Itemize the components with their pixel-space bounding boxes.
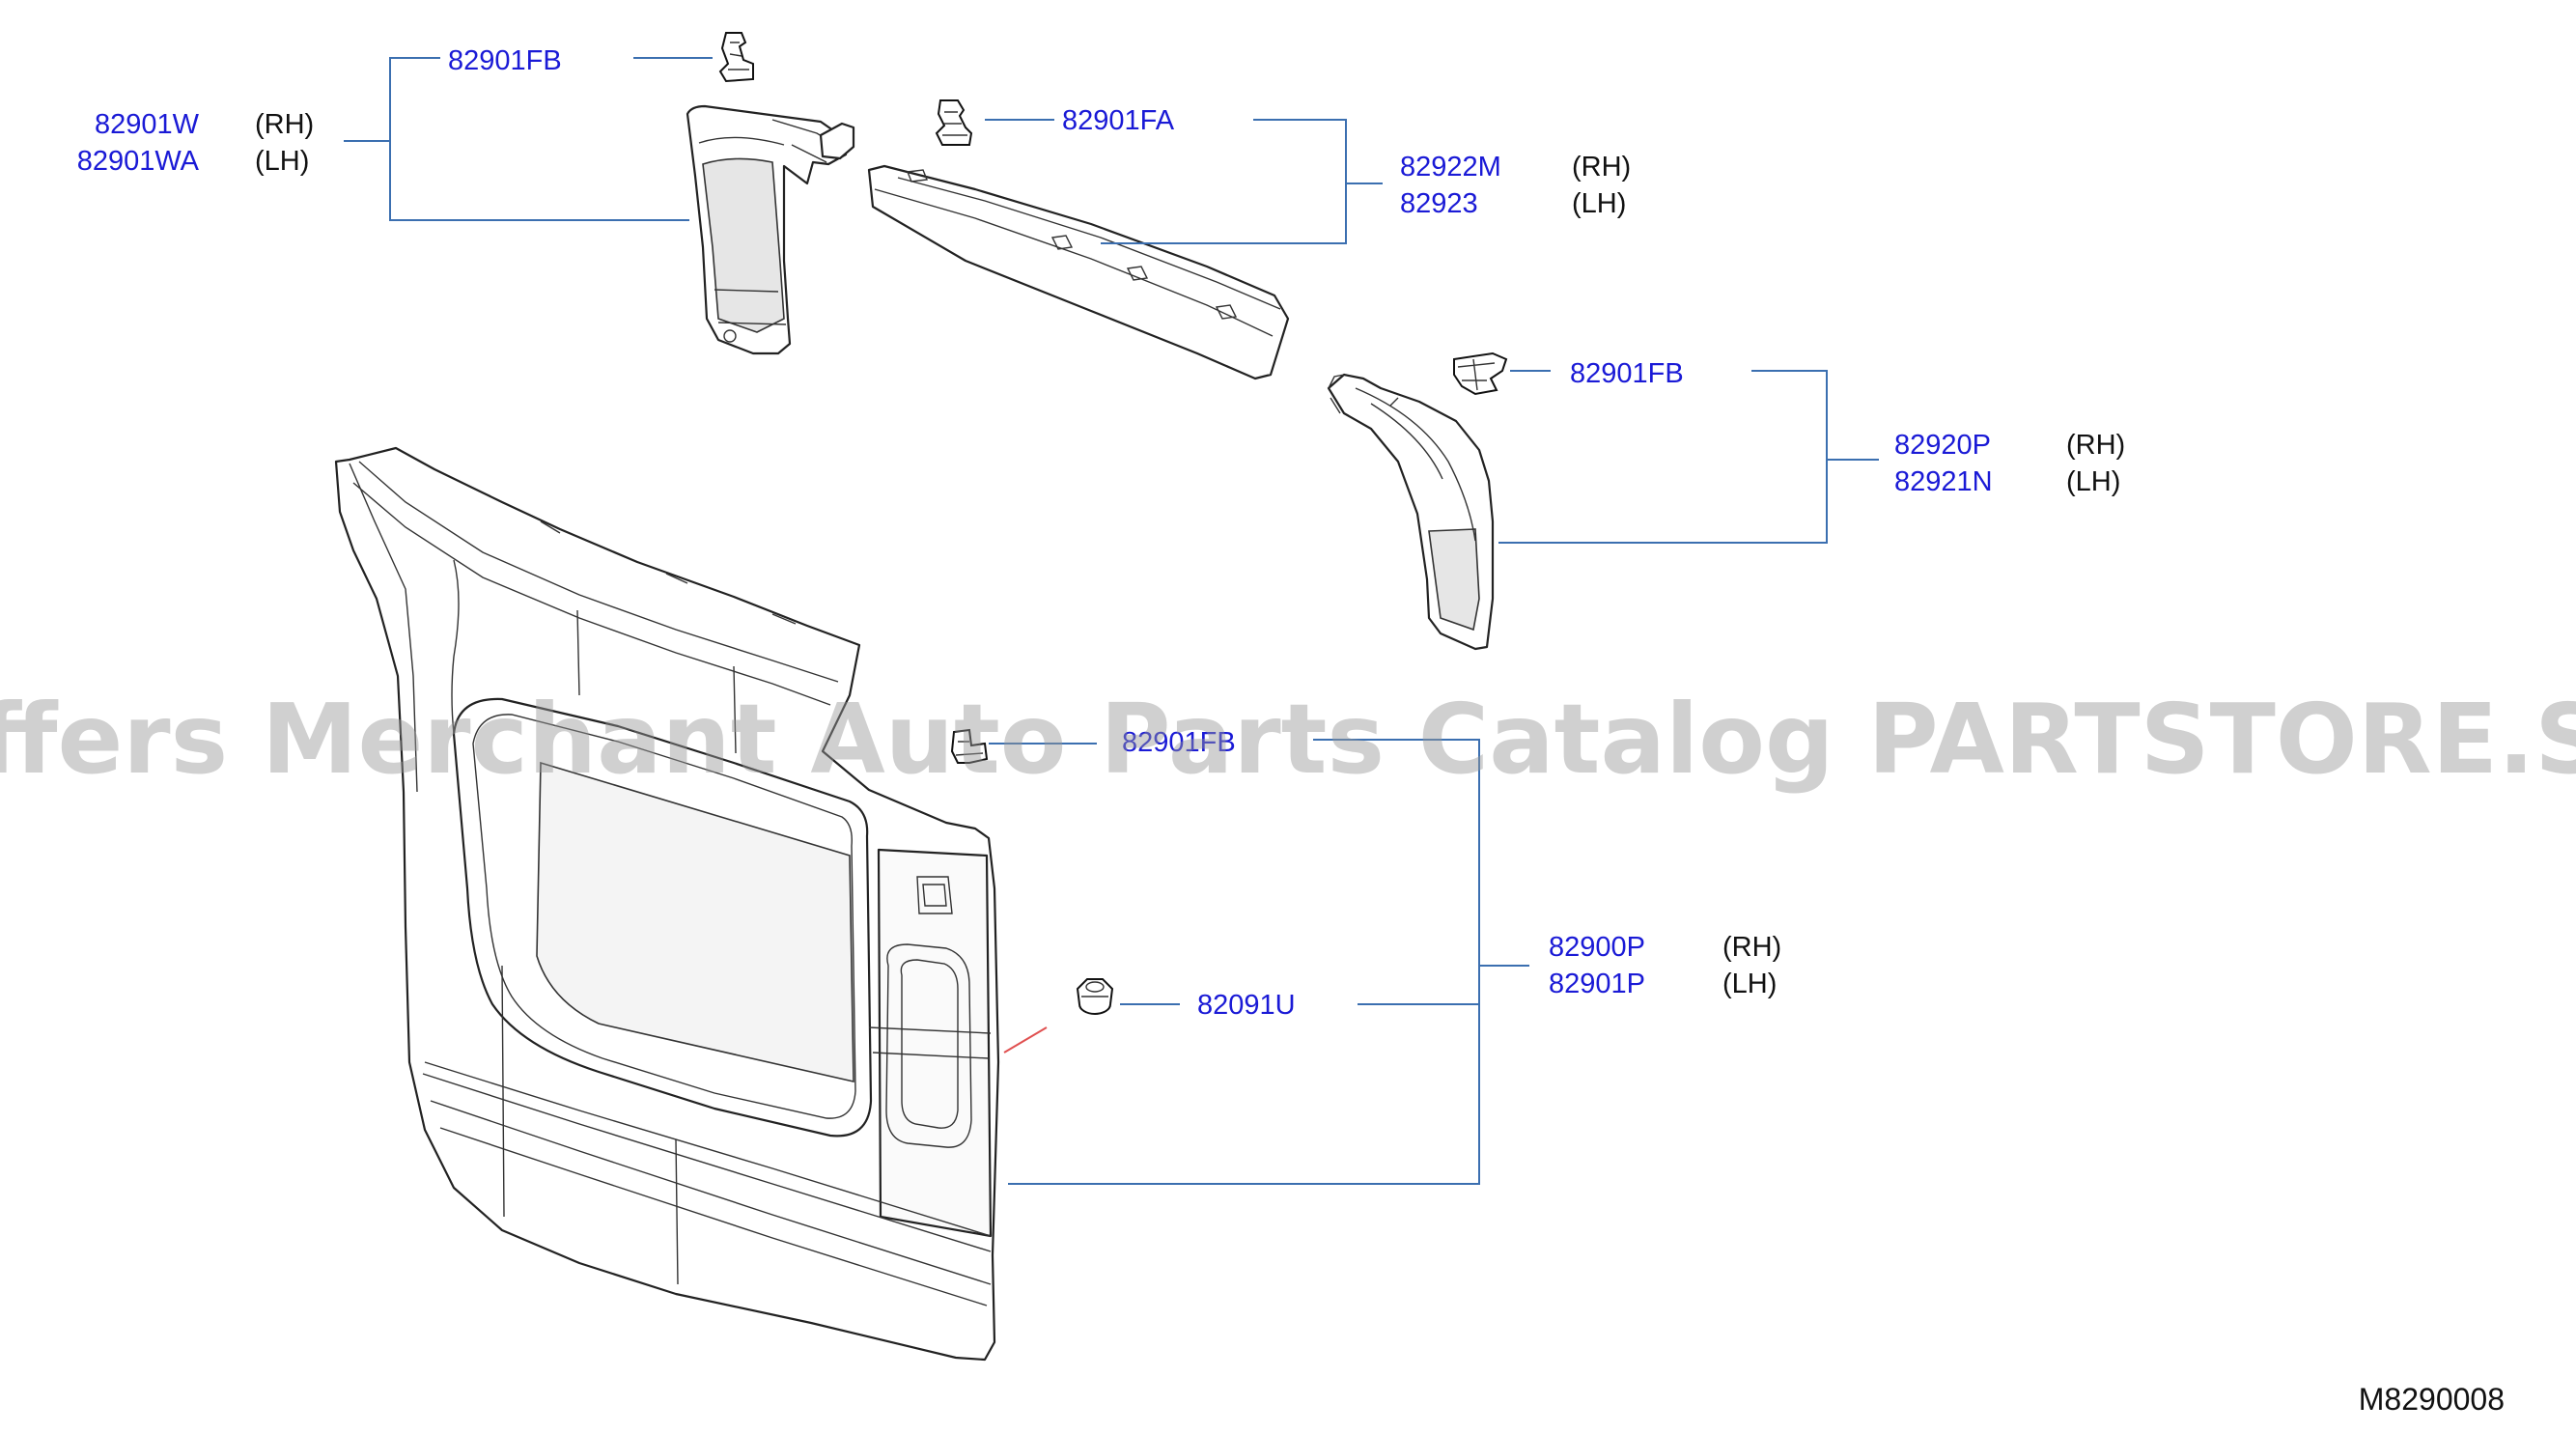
fastener-82091u-drawing	[1076, 978, 1114, 1015]
side-label: (LH)	[255, 146, 309, 177]
side-label: (LH)	[1572, 188, 1626, 219]
leader-lines	[344, 57, 1879, 1185]
trim-82920p-drawing	[1327, 373, 1495, 651]
callout-82922m[interactable]: 82922M (RH) 82923 (LH)	[1400, 152, 1631, 219]
callout-82900p[interactable]: 82900P (RH) 82901P (LH)	[1549, 932, 1781, 999]
watermark-text: Offers Merchant Auto Parts Catalog PARTS…	[0, 683, 2576, 796]
part-number[interactable]: 82922M	[1400, 152, 1501, 183]
callout-82901w[interactable]: 82901W (RH) 82901WA (LH)	[77, 109, 314, 177]
callout-82901fb-mid[interactable]: 82901FB	[1122, 727, 1236, 758]
clip-82901fb-mid-drawing	[950, 728, 989, 764]
part-number[interactable]: 82901FA	[1062, 105, 1175, 136]
part-number[interactable]: 82901P	[1549, 969, 1645, 999]
part-number[interactable]: 82920P	[1894, 430, 1991, 461]
side-label: (RH)	[1722, 932, 1781, 963]
callout-82901fb-right[interactable]: 82901FB	[1570, 358, 1684, 389]
clip-82901fb-right-drawing	[1453, 351, 1508, 396]
diagram-reference: M8290008	[2359, 1382, 2505, 1417]
part-number[interactable]: 82091U	[1197, 990, 1296, 1021]
side-label: (RH)	[255, 109, 314, 140]
callout-82901fb-top[interactable]: 82901FB	[448, 45, 562, 76]
clip-82901fb-top-drawing	[718, 32, 754, 83]
callout-82091u[interactable]: 82091U	[1197, 990, 1296, 1021]
side-label: (LH)	[2066, 466, 2120, 497]
pillar-trim-82901w-drawing	[686, 104, 855, 355]
fastener-locator-line	[1003, 1026, 1048, 1054]
side-label: (RH)	[1572, 152, 1631, 183]
side-label: (LH)	[1722, 969, 1777, 999]
clip-82901fa-drawing	[935, 99, 973, 146]
part-number[interactable]: 82923	[1400, 188, 1478, 219]
part-number[interactable]: 82901FB	[448, 45, 562, 76]
side-label: (RH)	[2066, 430, 2125, 461]
part-number[interactable]: 82921N	[1894, 466, 1993, 497]
callout-82901fa[interactable]: 82901FA	[1062, 105, 1175, 136]
part-number[interactable]: 82901FB	[1122, 727, 1236, 758]
garnish-82922m-drawing	[867, 164, 1290, 380]
door-panel-82900p-drawing	[334, 446, 1000, 1362]
part-number[interactable]: 82901WA	[77, 146, 200, 177]
callout-82920p[interactable]: 82920P (RH) 82921N (LH)	[1894, 430, 2125, 497]
part-number[interactable]: 82900P	[1549, 932, 1645, 963]
part-number[interactable]: 82901W	[95, 109, 200, 140]
part-number[interactable]: 82901FB	[1570, 358, 1684, 389]
